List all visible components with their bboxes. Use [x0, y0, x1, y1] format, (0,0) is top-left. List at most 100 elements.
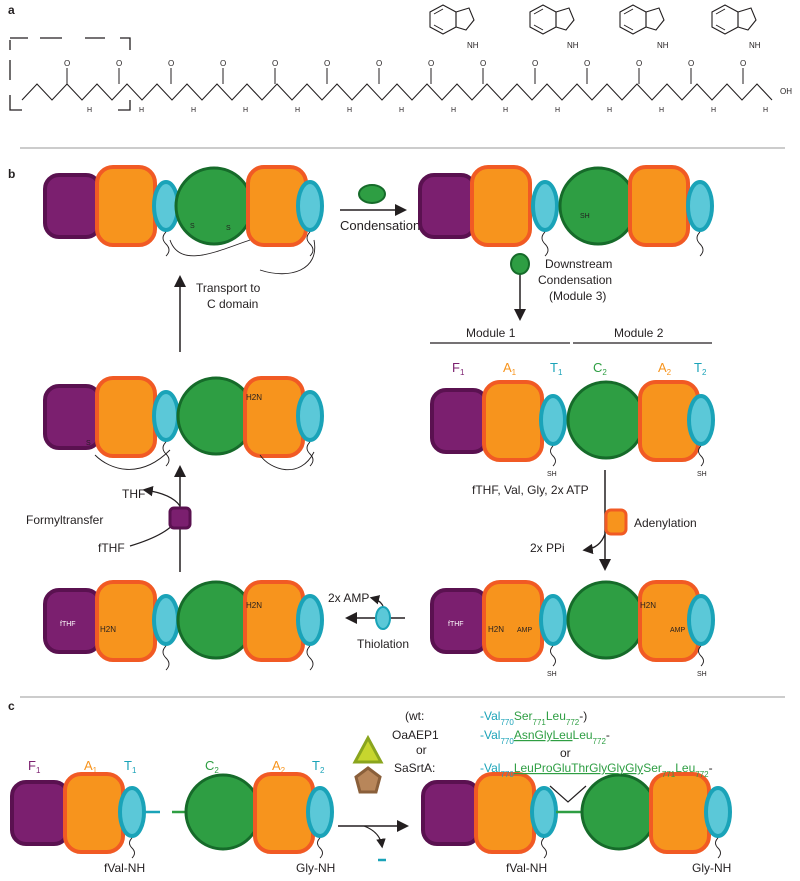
complex-top-right: SH [418, 165, 714, 257]
condensation-label: Condensation [340, 218, 420, 233]
terminal-oh: OH [780, 87, 792, 96]
c-gly-nh-left: Gly-NH [296, 861, 335, 875]
amide-h: H [347, 107, 352, 114]
br-fthf: fTHF [448, 621, 464, 628]
domain-label-t2: T2 [694, 360, 707, 377]
indole-nh-3: NH [657, 41, 669, 50]
adenylation-domain-icon [604, 508, 628, 536]
mr-sh2: SH [697, 471, 707, 478]
carbonyl-oxygen: O [636, 59, 642, 68]
bl-h2n: H2N [100, 625, 116, 634]
complex-bottom-left: fTHF H2N H2N [43, 580, 324, 671]
wt-prefix: (wt: [405, 709, 424, 723]
oaaep1-label: OaAEP1 [392, 728, 439, 742]
br-amp2: AMP [670, 627, 686, 634]
amide-h: H [191, 107, 196, 114]
carbonyl-oxygen: O [428, 59, 434, 68]
c-fval-nh-right: fVal-NH [506, 861, 547, 875]
amide-h: H [87, 107, 92, 114]
module-2-label: Module 2 [614, 326, 664, 340]
tl-s1: S [190, 223, 195, 230]
domain-label-c2: C2 [593, 360, 607, 377]
oaaep1-sequence: -Val770AsnGlyLeuLeu772- [480, 728, 610, 746]
oaaep1-enzyme-icon [352, 734, 384, 764]
carbonyl-oxygen: O [272, 59, 278, 68]
ml-h2n: H2N [246, 393, 262, 402]
panel-c-label: c [8, 699, 15, 713]
or-label-1: or [416, 743, 427, 757]
module-2-fragment: Gly-NH [172, 772, 335, 875]
br-sh2: SH [697, 671, 707, 678]
downstream-label-2: Condensation [538, 273, 612, 287]
br-h2n-gly: H2N [640, 601, 656, 610]
amide-h: H [139, 107, 144, 114]
c-gly-nh-right: Gly-NH [692, 861, 731, 875]
c-fval-nh-left: fVal-NH [104, 861, 145, 875]
sasrta-sequence: -Val770LeuProGluThrGlyGlyGlySer771Leu772… [480, 761, 713, 779]
transport-label-1: Transport to [196, 281, 261, 295]
wt-sequence: -Val770Ser771Leu772-) [480, 709, 587, 727]
bracket [9, 37, 131, 111]
indole-nh-4: NH [749, 41, 761, 50]
condensation-domain-icon [358, 184, 386, 204]
domain-label-f1: F1 [452, 360, 465, 377]
formyltransfer-domain-icon [168, 506, 192, 530]
amide-h: H [399, 107, 404, 114]
adenylation-label: Adenylation [634, 516, 697, 530]
downstream-label-1: Downstream [545, 257, 612, 271]
downstream-domain-icon [510, 253, 530, 275]
module-1-label: Module 1 [466, 326, 516, 340]
complex-mid-right: SH SH [430, 380, 715, 478]
thiolation-label: Thiolation [357, 637, 409, 651]
panel-a-label: a [8, 3, 15, 17]
domain-label-a2: A2 [658, 360, 672, 377]
amp-label: 2x AMP [328, 591, 369, 605]
carbonyl-oxygen: O [480, 59, 486, 68]
amide-h: H [607, 107, 612, 114]
amide-h: H [555, 107, 560, 114]
amide-h: H [295, 107, 300, 114]
amide-h: H [451, 107, 456, 114]
complex-top-left: S S [43, 165, 324, 275]
amide-h: H [243, 107, 248, 114]
transport-label-2: C domain [207, 297, 258, 311]
carbonyl-oxygen: O [584, 59, 590, 68]
mr-sh1: SH [547, 471, 557, 478]
indole-nh-1: NH [467, 41, 479, 50]
complex-mid-left: H2N S [43, 376, 324, 471]
domain-label-t2: T2 [312, 758, 325, 775]
domain-label-c2: C2 [205, 758, 219, 775]
ml-s1: S [86, 440, 91, 447]
thiolation-domain-icon [375, 606, 391, 630]
fused-product: fVal-NH Gly-NH [421, 772, 732, 875]
or-label-2: or [560, 746, 571, 760]
ppi-label: 2x PPi [530, 541, 565, 555]
br-amp1: AMP [517, 627, 533, 634]
domain-label-t1: T1 [550, 360, 563, 377]
amide-h: H [503, 107, 508, 114]
domain-label-a1: A1 [503, 360, 517, 377]
carbonyl-oxygen: O [532, 59, 538, 68]
fthf-label: fTHF [98, 541, 125, 555]
tr-sh: SH [580, 213, 590, 220]
carbonyl-oxygen: O [376, 59, 382, 68]
substrates-label: fTHF, Val, Gly, 2x ATP [472, 483, 589, 497]
carbonyl-oxygen: O [220, 59, 226, 68]
domain-label-t1: T1 [124, 758, 137, 775]
bl-fthf: fTHF [60, 621, 76, 628]
carbonyl-oxygen: O [740, 59, 746, 68]
panel-b-label: b [8, 167, 15, 181]
carbonyl-oxygen: O [688, 59, 694, 68]
module-1-fragment: fVal-NH [10, 772, 160, 875]
br-sh1: SH [547, 671, 557, 678]
tl-s2: S [226, 225, 231, 232]
thf-label: THF [122, 487, 145, 501]
bl-h2n-gly: H2N [246, 601, 262, 610]
indole-nh-2: NH [567, 41, 579, 50]
carbonyl-oxygen: O [168, 59, 174, 68]
amide-h: H [763, 107, 768, 114]
domain-label-f1: F1 [28, 758, 41, 775]
sasrta-label: SaSrtA: [394, 761, 435, 775]
sasrta-enzyme-icon [354, 766, 382, 794]
